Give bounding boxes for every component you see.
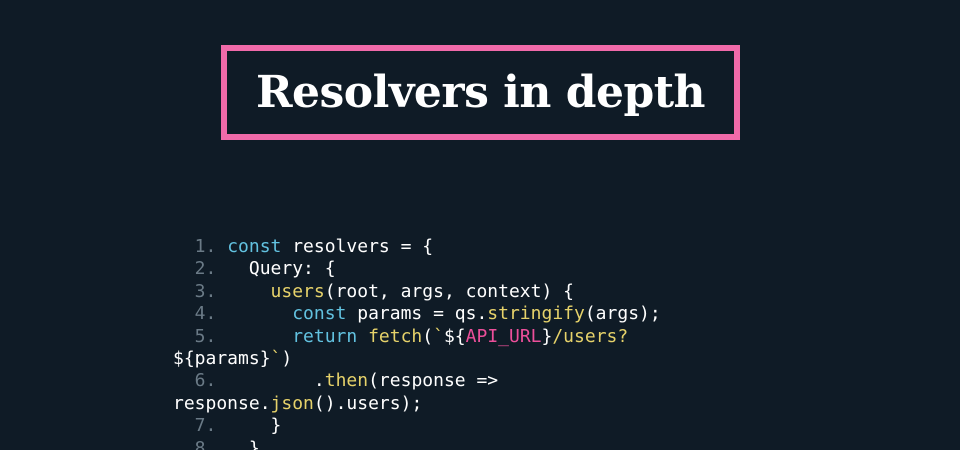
code-block: 1. const resolvers = { 2. Query: { 3. us…	[173, 236, 773, 450]
code-token: fetch	[368, 325, 423, 347]
code-line: 1. const resolvers = {	[173, 236, 773, 258]
code-line: 7. }	[173, 415, 773, 437]
code-token: (root, args, context) {	[324, 280, 574, 302]
code-line: ${params}`)	[173, 348, 773, 370]
code-token: Query: {	[227, 258, 336, 280]
line-number: 1.	[173, 236, 228, 257]
code-token: const	[227, 236, 282, 257]
code-token: )	[281, 347, 293, 369]
line-number: 4.	[173, 303, 228, 325]
code-line: 3. users(root, args, context) {	[173, 281, 773, 303]
code-line: 4. const params = qs.stringify(args);	[173, 303, 773, 325]
code-token: .	[227, 370, 325, 392]
code-line: 2. Query: {	[173, 258, 773, 280]
code-token: ${	[443, 325, 466, 347]
code-line: response.json().users);	[173, 393, 773, 415]
code-token: API_URL	[465, 325, 542, 347]
line-number: 2.	[173, 258, 228, 280]
code-token: `	[270, 347, 282, 369]
line-number: 6.	[173, 370, 228, 392]
code-token: }	[227, 415, 282, 437]
line-number: 5.	[173, 325, 228, 347]
code-token: json	[270, 392, 314, 414]
code-token: `	[433, 325, 444, 347]
code-token: users	[227, 280, 325, 302]
code-line: 8. },	[173, 438, 773, 450]
code-token: }	[541, 325, 553, 347]
code-token: response.	[173, 392, 271, 414]
code-token: return	[227, 325, 358, 347]
code-token: /users?	[552, 325, 629, 347]
code-token: ().users);	[313, 392, 423, 414]
code-token	[357, 326, 368, 347]
title-frame: Resolvers in depth	[221, 45, 740, 140]
code-token: ${params}	[173, 347, 271, 369]
line-number: 7.	[173, 415, 228, 437]
line-number: 3.	[173, 280, 228, 302]
code-token: then	[324, 370, 369, 392]
code-token: resolvers = {	[281, 236, 434, 257]
code-token: const	[227, 303, 347, 325]
code-token: (	[422, 325, 434, 347]
code-line: 6. .then(response =>	[173, 370, 773, 392]
code-token: params = qs.	[346, 303, 488, 325]
slide-title: Resolvers in depth	[255, 66, 706, 118]
code-token: (response =>	[368, 370, 499, 392]
code-line: 5. return fetch(`${API_URL}/users?	[173, 326, 773, 348]
code-token: stringify	[487, 303, 585, 325]
code-token: (args);	[584, 303, 661, 325]
line-number: 8.	[173, 437, 228, 450]
code-token: },	[227, 437, 271, 450]
